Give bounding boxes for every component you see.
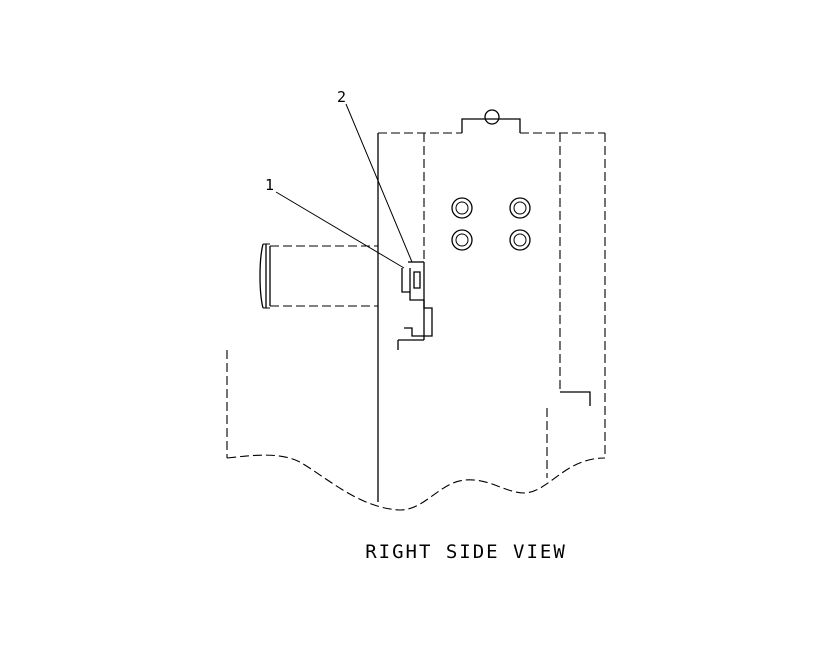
callout-2: 2 (337, 88, 346, 106)
leader-line-1 (275, 191, 405, 269)
callout-1: 1 (265, 176, 274, 194)
bolt-pattern (451, 197, 531, 251)
top-breather-cap (461, 109, 521, 133)
side-tube (259, 243, 378, 309)
break-line (226, 454, 606, 511)
bolt-lower-right (509, 229, 531, 251)
bolt-lower-left (451, 229, 473, 251)
leader-lines (275, 103, 413, 269)
fitting-assembly (397, 261, 433, 350)
bolt-upper-right (509, 197, 531, 219)
leader-line-2 (345, 103, 413, 263)
bolt-upper-left (451, 197, 473, 219)
housing-body (226, 132, 606, 502)
view-caption: RIGHT SIDE VIEW (365, 541, 567, 563)
